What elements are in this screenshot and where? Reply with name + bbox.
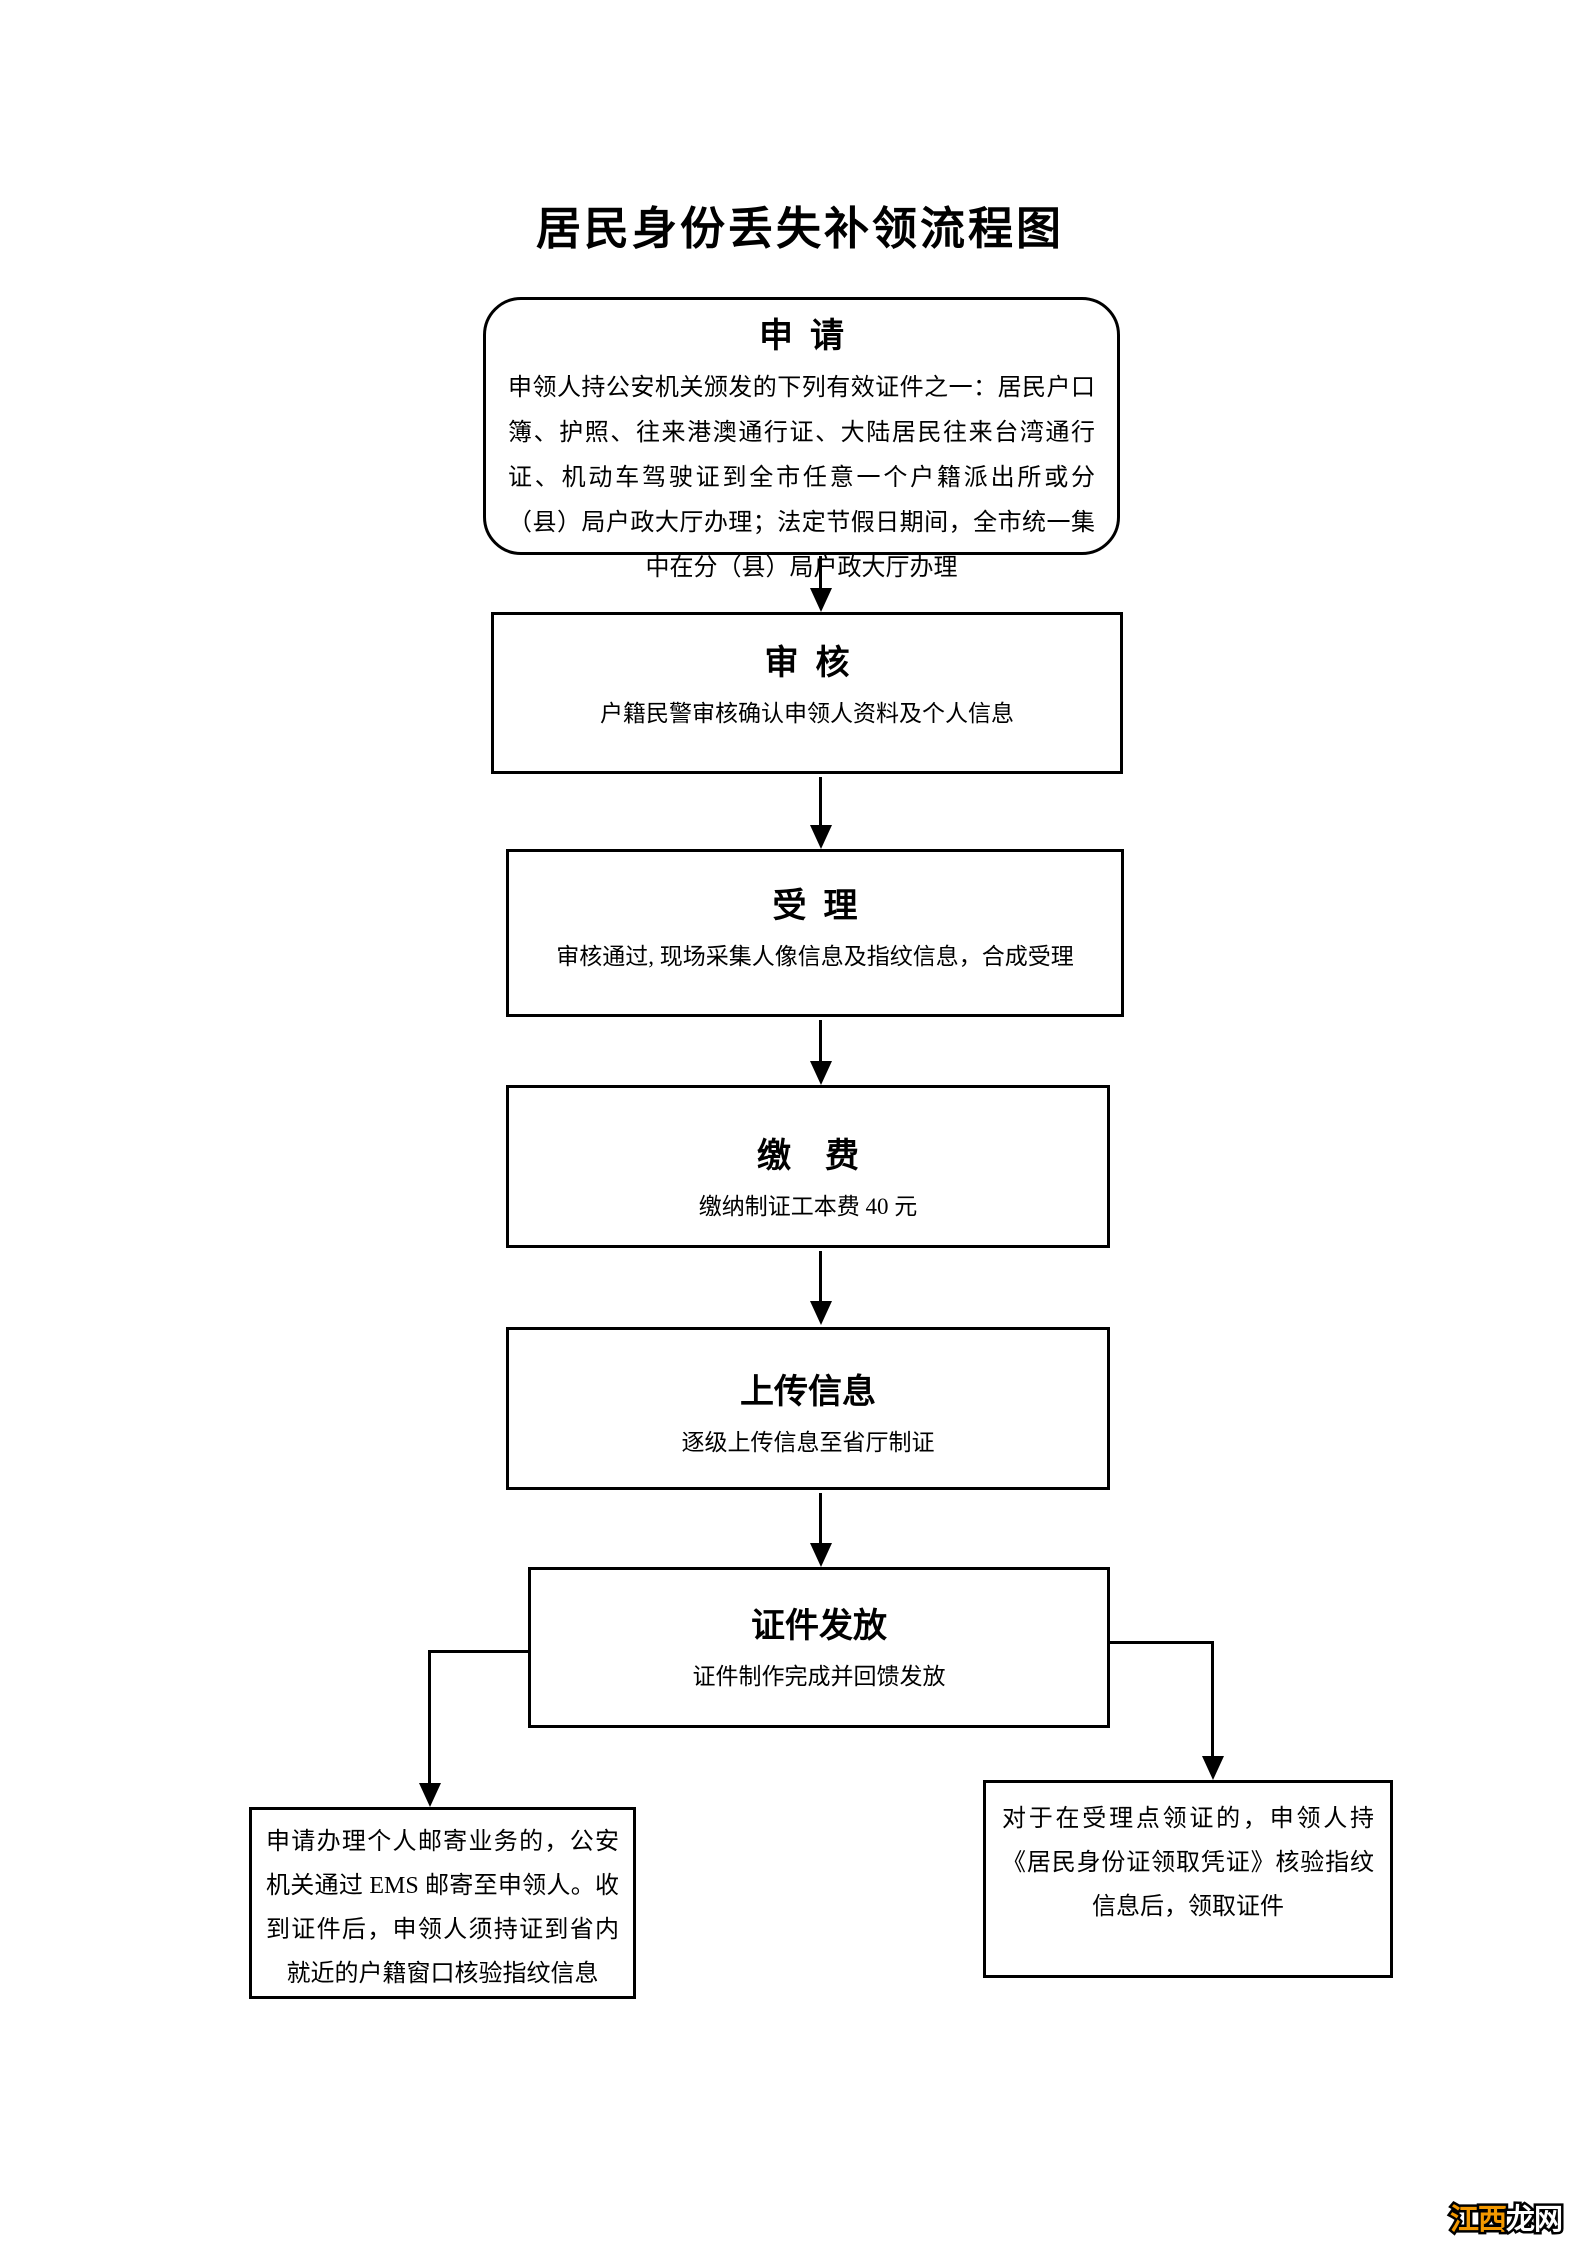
watermark-logo: 江西龙网 (1447, 2196, 1566, 2239)
branch-left-hline (428, 1650, 528, 1653)
step-review-title: 审 核 (764, 645, 850, 682)
step-pay-body: 缴纳制证工本费 40 元 (698, 1193, 918, 1219)
step-accept-title: 受 理 (772, 888, 858, 925)
arrow-line-1 (819, 556, 822, 592)
step-issue-title: 证件发放 (751, 1608, 887, 1645)
step-upload-body: 逐级上传信息至省厅制证 (681, 1429, 935, 1455)
step-apply-body: 申领人持公安机关颁发的下列有效证件之一：居民户口簿、护照、往来港澳通行证、大陆居… (508, 374, 1095, 581)
arrow-line-3 (819, 1020, 822, 1064)
step-review-body: 户籍民警审核确认申领人资料及个人信息 (600, 700, 1014, 726)
flow-step-upload: 上传信息 逐级上传信息至省厅制证 (506, 1327, 1110, 1490)
arrow-line-2 (819, 777, 822, 827)
flow-step-issue: 证件发放 证件制作完成并回馈发放 (528, 1567, 1110, 1728)
flow-step-apply: 申 请 申领人持公安机关颁发的下列有效证件之一：居民户口簿、护照、往来港澳通行证… (483, 297, 1120, 581)
branch-box-mail: 申请办理个人邮寄业务的，公安机关通过 EMS 邮寄至申领人。收到证件后，申领人须… (249, 1807, 636, 1999)
branch-right-vline (1211, 1641, 1214, 1758)
arrow-down-icon (810, 825, 832, 849)
step-apply-title: 申 请 (759, 318, 844, 355)
step-pay-title: 缴 费 (757, 1138, 859, 1175)
step-upload-title: 上传信息 (740, 1374, 876, 1411)
step-issue-body: 证件制作完成并回馈发放 (692, 1663, 946, 1689)
step-accept-body: 审核通过, 现场采集人像信息及指纹信息，合成受理 (556, 943, 1074, 969)
arrow-down-icon (810, 1061, 832, 1085)
arrow-down-icon (810, 1301, 832, 1325)
branch-mail-text: 申请办理个人邮寄业务的，公安机关通过 EMS 邮寄至申领人。收到证件后，申领人须… (266, 1829, 619, 1987)
arrow-down-icon (810, 1543, 832, 1567)
branch-left-vline (428, 1650, 431, 1785)
branch-right-hline (1110, 1641, 1214, 1644)
watermark-text-right: 龙网 (1504, 2202, 1566, 2239)
flow-step-review: 审 核 户籍民警审核确认申领人资料及个人信息 (491, 612, 1123, 774)
arrow-down-icon (1202, 1756, 1224, 1780)
flow-step-accept: 受 理 审核通过, 现场采集人像信息及指纹信息，合成受理 (506, 849, 1124, 1017)
arrow-down-icon (810, 588, 832, 612)
flow-step-pay: 缴 费 缴纳制证工本费 40 元 (506, 1085, 1110, 1248)
page-title: 居民身份丢失补领流程图 (535, 204, 1064, 254)
branch-box-pickup: 对于在受理点领证的，申领人持《居民身份证领取凭证》核验指纹信息后，领取证件 (983, 1780, 1393, 1978)
watermark-text-left: 江西 (1447, 2202, 1509, 2239)
arrow-line-4 (819, 1251, 822, 1303)
arrow-line-5 (819, 1493, 822, 1545)
branch-pickup-text: 对于在受理点领证的，申领人持《居民身份证领取凭证》核验指纹信息后，领取证件 (1002, 1806, 1374, 1920)
arrow-down-icon (419, 1783, 441, 1807)
